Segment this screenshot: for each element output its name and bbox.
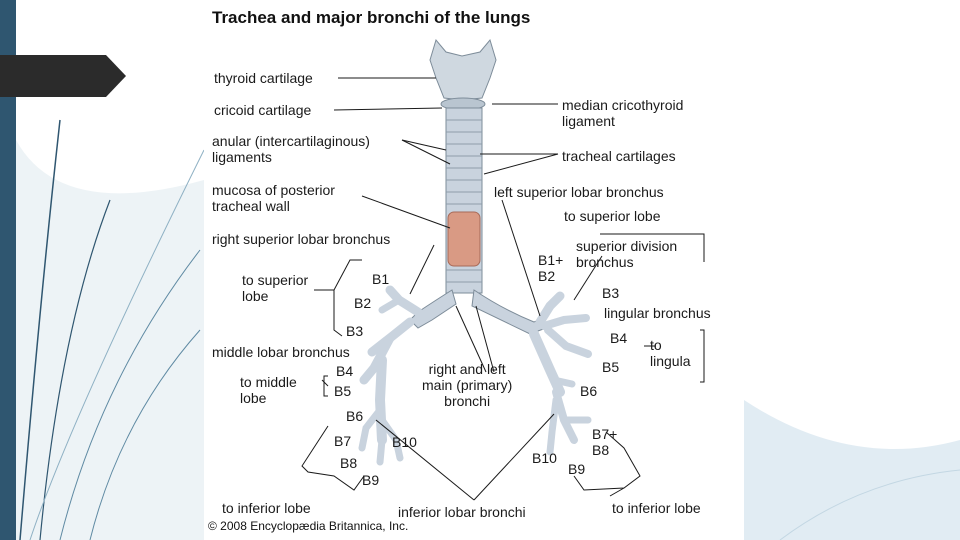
segment-left-b6: B6 <box>580 383 598 399</box>
label-to-lingula: to lingula <box>650 337 691 369</box>
segment-right-b7: B7 <box>334 433 352 449</box>
label-anular-ligaments: anular (intercartilaginous) ligaments <box>212 133 370 165</box>
label-thyroid-cartilage: thyroid cartilage <box>214 70 313 86</box>
label-tracheal-cartilages: tracheal cartilages <box>562 148 676 164</box>
segment-right-b4: B4 <box>336 363 354 379</box>
label-left-superior-lobar: left superior lobar bronchus <box>494 184 664 200</box>
segment-right-b8: B8 <box>340 455 358 471</box>
segment-left-b9: B9 <box>568 461 586 477</box>
label-inferior-lobar: inferior lobar bronchi <box>398 504 526 520</box>
label-to-inferior-lobe-left: to inferior lobe <box>612 500 701 516</box>
label-mucosa: mucosa of posterior tracheal wall <box>212 182 335 214</box>
segment-right-b9: B9 <box>362 472 380 488</box>
segment-right-b5: B5 <box>334 383 352 399</box>
label-right-left-main: right and left main (primary) bronchi <box>422 361 513 409</box>
copyright-notice: © 2008 Encyclopædia Britannica, Inc. <box>208 519 409 533</box>
trachea-figure: Trachea and major bronchi of the lungs t… <box>204 0 744 540</box>
segment-right-b3: B3 <box>346 323 364 339</box>
label-right-superior-lobar: right superior lobar bronchus <box>212 231 391 247</box>
segment-left-b3: B3 <box>602 285 620 301</box>
segment-right-b1: B1 <box>372 271 390 287</box>
segment-right-b6: B6 <box>346 408 364 424</box>
segment-left-b5: B5 <box>602 359 620 375</box>
airway-illustration <box>301 38 705 501</box>
label-lingular-bronchus: lingular bronchus <box>604 305 711 321</box>
segment-left-b4: B4 <box>610 330 628 346</box>
label-to-superior-lobe-right: to superior lobe <box>242 272 309 304</box>
segment-right-b2: B2 <box>354 295 372 311</box>
arrow-tab <box>0 55 126 97</box>
segment-left-b10: B10 <box>532 450 557 466</box>
label-cricoid-cartilage: cricoid cartilage <box>214 102 312 118</box>
figure-title: Trachea and major bronchi of the lungs <box>212 8 531 27</box>
label-to-superior-lobe-left: to superior lobe <box>564 208 661 224</box>
left-accent-bar <box>0 0 16 540</box>
label-median-cricothyroid: median cricothyroid ligament <box>562 97 684 129</box>
label-middle-lobar: middle lobar bronchus <box>212 344 350 360</box>
label-to-inferior-lobe-right: to inferior lobe <box>222 500 311 516</box>
segment-left-b1b2: B1+ B2 <box>538 252 564 284</box>
label-to-middle-lobe: to middle lobe <box>240 374 297 406</box>
segment-left-b7b8: B7+ B8 <box>592 426 618 458</box>
segment-right-b10: B10 <box>392 434 417 450</box>
label-superior-division: superior division bronchus <box>576 238 678 270</box>
